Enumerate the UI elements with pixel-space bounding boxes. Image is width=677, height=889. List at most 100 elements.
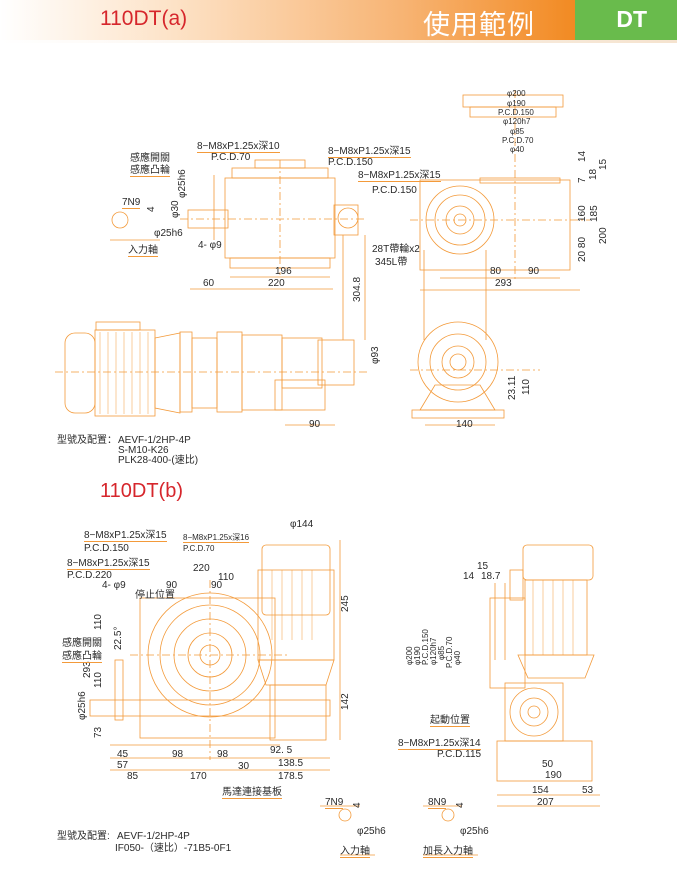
dim-phi40-b: φ40 (453, 650, 462, 665)
dim-110a-v: 110 (93, 614, 104, 630)
spec-line-b1: AEVF-1/2HP-4P (117, 831, 190, 842)
key-depth-b2: 4 (455, 802, 466, 808)
dim-140-a: 140 (456, 419, 473, 430)
dim-pcd70-a: P.C.D.70 (502, 136, 534, 145)
tap-spec-b3: 8−M8xP1.25x深15 (67, 558, 150, 570)
dim-phi120-a: φ120h7 (503, 117, 531, 126)
tap-pcd-a2: P.C.D.150 (328, 157, 373, 168)
model-title-a: 110DT(a) (100, 7, 188, 30)
dim-138-5: 138.5 (278, 758, 304, 769)
key-depth-b1: 4 (352, 802, 363, 808)
dim-196: 196 (275, 266, 292, 277)
shaft-30-label: φ30 (170, 200, 181, 218)
belt-label: 345L帶 (375, 257, 408, 268)
dim-23-11: 23.11 (507, 375, 518, 400)
input-shaft-label-b: 入力軸 (340, 846, 370, 858)
dim-phi190-a: φ190 (507, 99, 526, 108)
dim-245: 245 (340, 595, 351, 612)
spec-line-b2: IF050-（速比）-71B5-0F1 (115, 843, 232, 854)
dim-15-b: 15 (477, 561, 489, 572)
start-position-label: 起動位置 (430, 715, 470, 727)
dim-160-a: 160 (577, 205, 588, 222)
keyway-label-a: 7N9 (122, 197, 141, 209)
stop-position-label: 停止位置 (135, 590, 175, 601)
spec-line-a3: PLK28-400-(速比) (118, 455, 199, 466)
gearbox-front-view-a (110, 159, 366, 340)
dim-92-5: 92. 5 (270, 745, 293, 756)
holes-label-a: 4- φ9 (198, 240, 222, 251)
sensor-switch-label-a: 感應開關 (130, 153, 170, 164)
dim-18-7-b: 18.7 (481, 571, 501, 582)
dim-phi144: φ144 (290, 519, 314, 530)
model-title-b: 110DT(b) (100, 480, 183, 502)
tap-spec-b1: 8−M8xP1.25x深15 (84, 530, 167, 542)
key-depth-a: 4 (146, 206, 157, 212)
tap-spec-a2: 8−M8xP1.25x深15 (328, 146, 411, 158)
spec-line-a1: AEVF-1/2HP-4P (118, 435, 191, 446)
spec-line-a2: S-M10-K26 (118, 445, 169, 456)
shaft-dia-b2: φ25h6 (460, 826, 489, 837)
angle-22-5: 22.5° (113, 626, 124, 650)
shaft-dia-b1: φ25h6 (357, 826, 386, 837)
dim-20-80-a: 20 80 (577, 236, 588, 262)
sensor-cam-label-a: 感應凸輪 (130, 165, 170, 177)
motor-view-a (55, 321, 370, 426)
dim-110-a: 110 (521, 379, 532, 395)
tap-spec-a1: 8−M8xP1.25x深10 (197, 141, 280, 153)
dim-85: 85 (127, 771, 139, 782)
dim-110b-v: 110 (93, 672, 104, 688)
dim-phi85-a: φ85 (510, 127, 525, 136)
tap-pcd-b4: P.C.D.115 (437, 749, 482, 760)
dim-190: 190 (545, 770, 562, 781)
dim-90b-b: 90 (211, 580, 223, 591)
dim-73-v: 73 (93, 726, 104, 738)
page-header: 110DT(a) 使用範例 DT (0, 0, 677, 43)
indexer-side-view-b (489, 544, 600, 807)
tap-pcd-a1: P.C.D.70 (211, 152, 251, 163)
dim-14-a: 14 (577, 150, 588, 162)
sensor-cam-label-b: 感應凸輪 (62, 651, 102, 663)
tap-pcd-b2: P.C.D.70 (183, 544, 215, 553)
motor-plate-label: 馬達連接基板 (222, 787, 282, 799)
dim-220: 220 (268, 278, 285, 289)
dim-90a-b: 90 (166, 580, 178, 591)
dim-57: 57 (117, 760, 129, 771)
spec-label-b: 型號及配置: (57, 831, 110, 842)
dim-293-v: 293 (82, 661, 93, 678)
dim-45: 45 (117, 749, 129, 760)
dim-53: 53 (582, 785, 594, 796)
dim-185-a: 185 (589, 205, 600, 222)
spec-label-a: 型號及配置： (57, 435, 117, 446)
dim-220-b: 220 (193, 563, 210, 574)
dim-60: 60 (203, 278, 215, 289)
dim-pcd150-a: P.C.D.150 (498, 108, 534, 117)
holes-label-b: 4- φ9 (102, 580, 126, 591)
tap-pcd-b1: P.C.D.150 (84, 543, 129, 554)
dim-7-a: 7 (577, 177, 588, 183)
pulley-label: 28T帶輪x2 (372, 244, 420, 255)
dim-154: 154 (532, 785, 549, 796)
gearbox-side-view-a (410, 90, 590, 340)
dim-phi200-a: φ200 (507, 89, 526, 98)
dim-phi93: φ93 (370, 346, 381, 364)
sensor-switch-label-b: 感應開關 (62, 638, 102, 649)
tap-spec-b2: 8−M8xP1.25x深16 (183, 533, 250, 543)
series-badge: DT (616, 6, 647, 32)
dim-50: 50 (542, 759, 554, 770)
dim-200-a: 200 (598, 227, 609, 244)
dim-178-5: 178.5 (278, 771, 304, 782)
shaft-details-b (320, 805, 478, 856)
dim-304-8: 304.8 (352, 276, 363, 302)
ext-input-shaft-label: 加長入力軸 (423, 846, 473, 858)
keyway-label-b1: 7N9 (325, 797, 344, 809)
shaft-dia-a: φ25h6 (154, 228, 183, 239)
header-divider (0, 40, 677, 43)
tap-spec-b4: 8−M8xP1.25x深14 (398, 738, 481, 750)
page-title: 使用範例 (423, 10, 535, 41)
dim-15-a: 15 (598, 158, 609, 170)
dim-293-a: 293 (495, 278, 512, 289)
dim-phi25-v: φ25h6 (77, 691, 88, 720)
input-shaft-label-a: 入力軸 (128, 245, 158, 257)
tap-pcd-b3: P.C.D.220 (67, 570, 112, 581)
